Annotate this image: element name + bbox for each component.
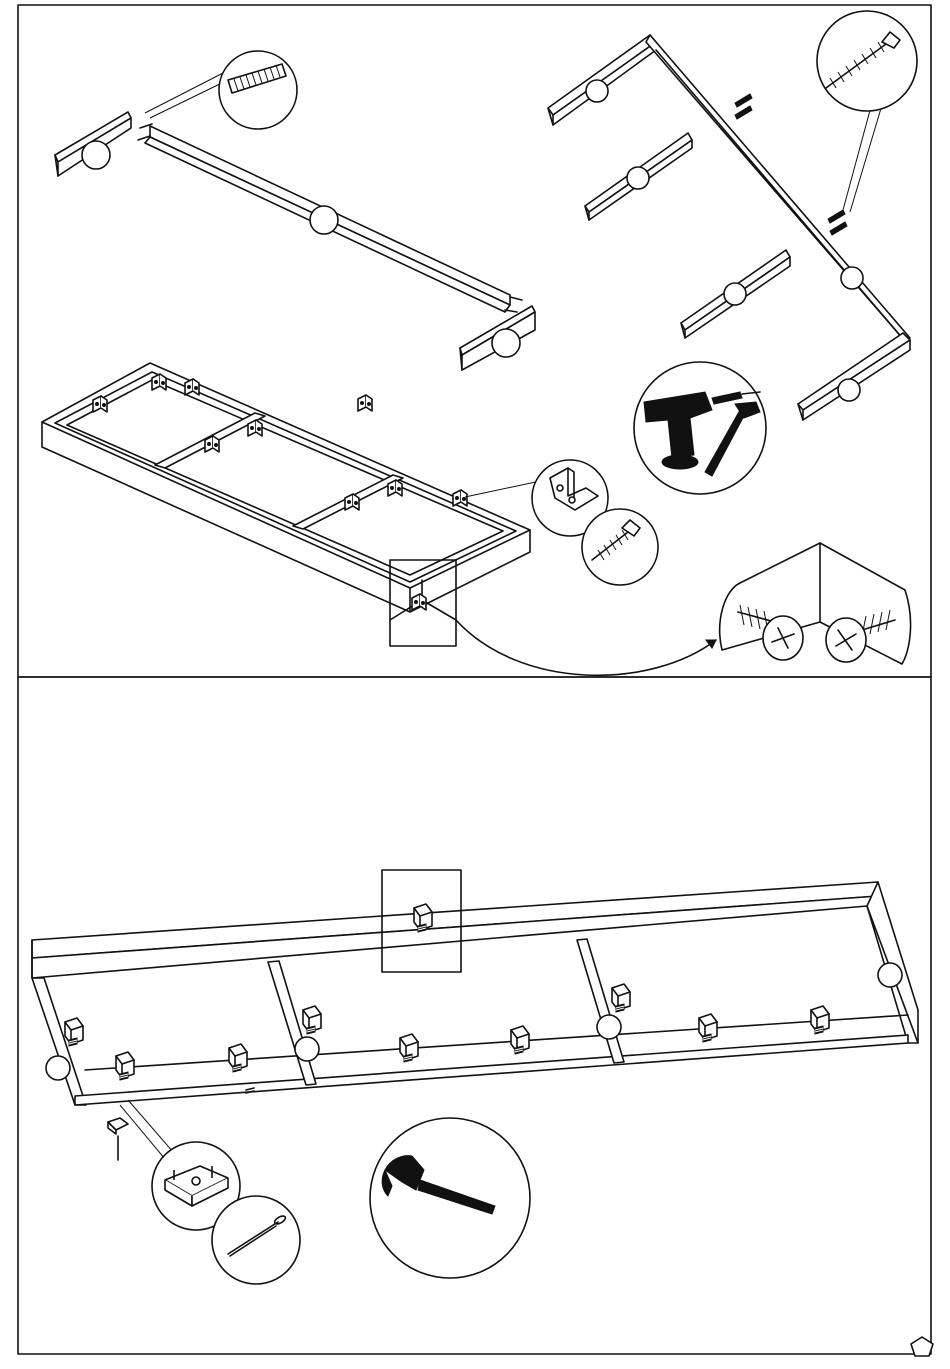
screw-detail-small <box>582 509 658 585</box>
corner-screw-detail <box>720 543 911 664</box>
screws-lower <box>828 210 847 235</box>
shelf-piece-upper <box>585 133 692 220</box>
long-screw-detail <box>817 11 917 212</box>
long-frame <box>32 870 918 1105</box>
shelf-piece-lower <box>681 250 790 338</box>
nail-detail <box>212 1196 300 1284</box>
dowel-detail <box>145 51 297 129</box>
long-rail <box>138 124 522 312</box>
hammer-tool <box>370 1118 530 1278</box>
screws-upper <box>735 94 752 119</box>
drill-hammer-tool <box>634 362 766 494</box>
end-piece-left <box>55 112 131 176</box>
pentagon-icon <box>911 1337 933 1356</box>
end-piece-right <box>460 306 535 370</box>
